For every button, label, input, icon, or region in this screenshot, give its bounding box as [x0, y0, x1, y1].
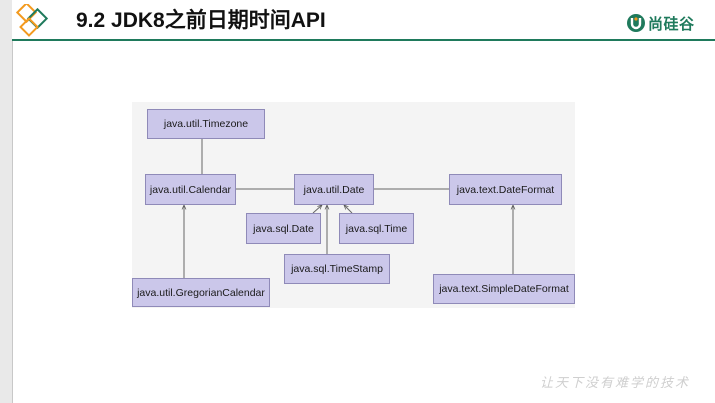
- class-box-calendar: java.util.Calendar: [145, 174, 236, 205]
- brand-name: 尚硅谷: [648, 14, 695, 33]
- diamond-logo-icon: [15, 4, 49, 37]
- link-sqltime-date: [344, 205, 353, 214]
- brand-logo: 尚硅谷: [626, 11, 695, 35]
- slide-title: 9.2 JDK8之前日期时间API: [76, 9, 326, 32]
- left-border: [12, 40, 13, 403]
- class-box-date: java.util.Date: [294, 174, 374, 205]
- class-box-sql-date: java.sql.Date: [246, 213, 321, 244]
- class-box-sql-timestamp: java.sql.TimeStamp: [284, 254, 390, 284]
- class-box-gregoriancalendar: java.util.GregorianCalendar: [132, 278, 270, 307]
- link-sqldate-date: [312, 205, 322, 214]
- class-box-dateformat: java.text.DateFormat: [449, 174, 562, 205]
- class-box-timezone: java.util.Timezone: [147, 109, 265, 139]
- class-box-simpledateformat: java.text.SimpleDateFormat: [433, 274, 575, 304]
- slogan-watermark: 让天下没有难学的技术: [540, 376, 691, 391]
- header-divider: [12, 39, 715, 41]
- class-box-sql-time: java.sql.Time: [339, 213, 414, 244]
- brand-u-icon: [627, 14, 645, 32]
